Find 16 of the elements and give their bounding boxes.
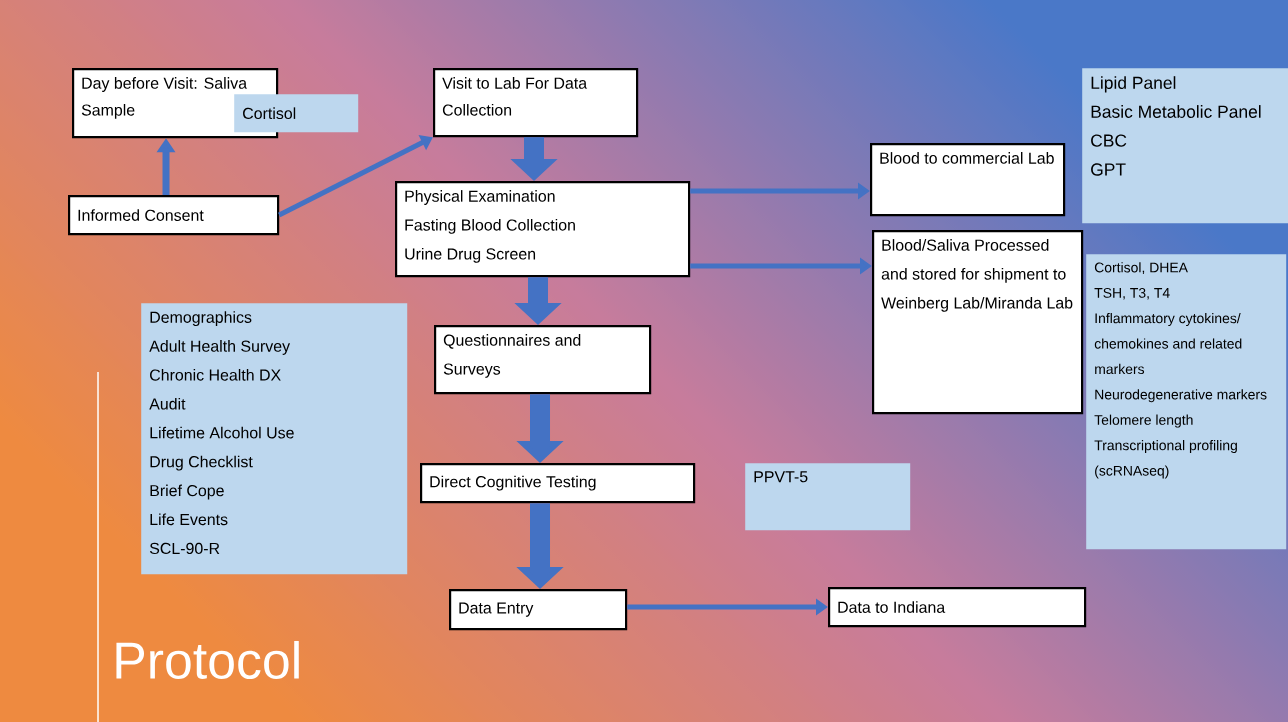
process-box: Data Entry — [449, 589, 628, 631]
process-box: Physical Examination Fasting Blood Collection Urine Drug Screen — [395, 181, 691, 278]
process-box: Questionnaires and Surveys — [434, 325, 652, 395]
process-box: Data to Indiana — [828, 587, 1087, 628]
process-box: Direct Cognitive Testing — [420, 463, 696, 504]
process-box: Blood to commercial Lab — [870, 143, 1066, 217]
info-box: Cortisol, DHEA TSH, T3, T4 Inflammatory cytokines/ chemokines and related markers Neurodegenerative markers Telomere length Transcriptional profiling (scRNAseq) — [1086, 254, 1287, 550]
arrow — [278, 135, 433, 218]
info-box: Lipid Panel Basic Metabolic Panel CBC GPT — [1082, 68, 1288, 224]
process-box: Visit to Lab For Data Collection — [433, 68, 639, 138]
info-box: Cortisol — [234, 94, 359, 133]
process-box: Informed Consent — [68, 195, 280, 236]
info-box: Demographics Adult Health Survey Chronic Health DX Audit Lifetime Alcohol Use Drug Checklist Brief Cope Life Events SCL-90-R — [141, 303, 408, 575]
info-box: PPVT-5 — [745, 463, 911, 531]
slide-title: Protocol — [116, 640, 299, 679]
process-box: Blood/Saliva Processed and stored for shipment to Weinberg Lab/Miranda Lab — [872, 230, 1084, 415]
